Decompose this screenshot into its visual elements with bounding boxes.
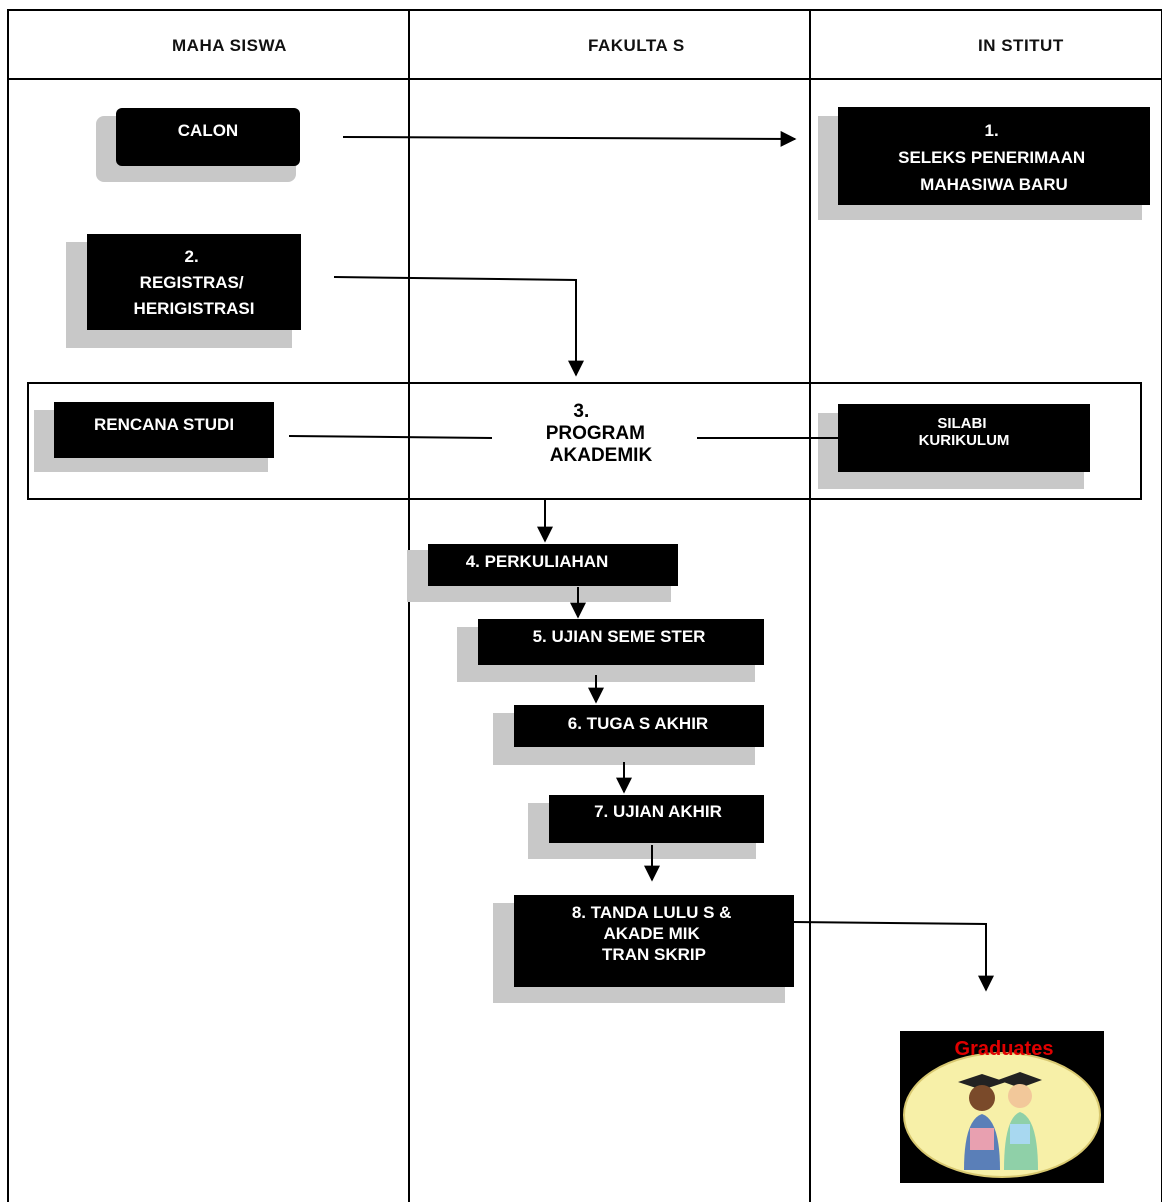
arrow-tanda-lulus-to-graduates (793, 921, 994, 992)
node-perkuliahan-label: 4. PERKULIAHAN (466, 552, 609, 571)
node-silabi-label: SILABI KURIKULUM (919, 415, 1010, 449)
node-ujian-semester-label: 5. UJIAN SEME STER (533, 627, 706, 646)
header-mahasiswa: MAHA SISWA (172, 36, 287, 55)
node-tugas-akhir-label: 6. TUGA S AKHIR (568, 714, 708, 733)
arrow-calon-to-seleksi (342, 130, 797, 147)
node-tanda-lulus-label: 8. TANDA LULU S & AKADE MIK TRAN SKRIP (572, 903, 736, 964)
graduates-label: Graduates (955, 1038, 1054, 1060)
node-rencana-studi[interactable]: RENCANA STUDI (34, 402, 274, 472)
node-tanda-lulus[interactable]: 8. TANDA LULU S & AKADE MIK TRAN SKRIP (493, 895, 794, 1003)
graduates-clipart-icon: Graduates (900, 1031, 1104, 1183)
connectors (288, 130, 994, 992)
node-rencana-studi-label: RENCANA STUDI (94, 415, 234, 434)
swimlane-grid (7, 9, 1162, 1202)
node-tugas-akhir[interactable]: 6. TUGA S AKHIR (493, 705, 764, 765)
node-silabi-kurikulum[interactable]: SILABI KURIKULUM (818, 404, 1090, 489)
node-perkuliahan[interactable]: 4. PERKULIAHAN (407, 544, 678, 602)
line-rencana-to-program (288, 435, 493, 439)
program-akademik-band (27, 382, 1142, 500)
node-calon[interactable]: CALON (96, 108, 300, 182)
node-seleksi-label: 1. SELEKS PENERIMAAN MAHASIWA BARU (898, 121, 1090, 194)
node-program-akademik-label: 3. PROGRAM AKADEMIK (546, 401, 653, 466)
node-seleksi[interactable]: 1. SELEKS PENERIMAAN MAHASIWA BARU (818, 107, 1150, 220)
node-program-akademik[interactable]: 3. PROGRAM AKADEMIK (546, 401, 653, 466)
node-ujian-semester[interactable]: 5. UJIAN SEME STER (457, 619, 764, 682)
arrow-registrasi-to-program (333, 276, 584, 377)
header-institut: IN STITUT (978, 36, 1064, 55)
node-calon-label: CALON (178, 121, 238, 140)
node-registrasi-label: 2. REGISTRAS/ HERIGISTRASI (134, 247, 255, 318)
node-ujian-akhir[interactable]: 7. UJIAN AKHIR (528, 795, 764, 859)
node-registrasi[interactable]: 2. REGISTRAS/ HERIGISTRASI (66, 234, 301, 348)
header-fakultas: FAKULTA S (588, 36, 685, 55)
node-ujian-akhir-label: 7. UJIAN AKHIR (594, 802, 722, 821)
